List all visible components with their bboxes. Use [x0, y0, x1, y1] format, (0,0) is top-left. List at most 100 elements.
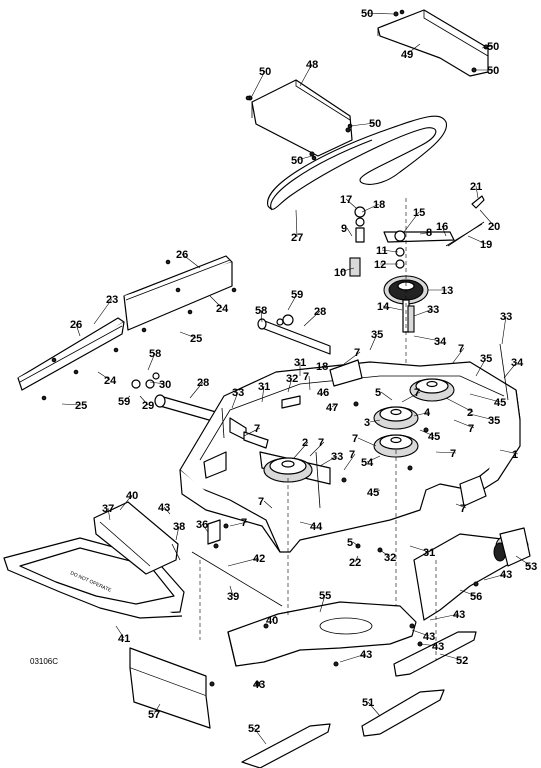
callout-leader: [295, 209, 298, 238]
callout-leader: [411, 629, 430, 637]
part-callout-5: 5: [375, 387, 381, 399]
part-callout-57: 57: [148, 709, 160, 721]
callout-leader: [296, 155, 313, 161]
part-callout-22: 22: [349, 557, 361, 569]
part-callout-50: 50: [369, 118, 381, 130]
part-callout-7: 7: [318, 437, 324, 449]
callout-leader: [319, 594, 326, 613]
callout-leader: [352, 541, 359, 547]
part-callout-7: 7: [241, 517, 247, 529]
part-callout-45: 45: [428, 431, 440, 443]
part-callout-32: 32: [286, 373, 298, 385]
callout-leader: [367, 701, 381, 717]
callout-leader: [229, 521, 248, 527]
callout-leader: [475, 185, 479, 199]
part-callout-52: 52: [248, 723, 260, 735]
callout-leader: [380, 391, 393, 401]
part-callout-20: 20: [488, 221, 500, 233]
callout-leader: [357, 437, 377, 447]
callout-leader: [419, 231, 433, 235]
callout-leader: [503, 361, 518, 379]
callout-leader: [469, 393, 501, 403]
part-callout-59: 59: [118, 396, 130, 408]
callout-leader: [227, 557, 260, 567]
callout-leader: [299, 63, 313, 87]
callout-leader: [435, 451, 457, 454]
callout-leader: [231, 391, 239, 409]
part-callout-42: 42: [253, 553, 265, 565]
callout-leader: [179, 331, 197, 339]
part-callout-47: 47: [326, 402, 338, 414]
part-callout-35: 35: [488, 415, 500, 427]
drawing-code: 03106C: [30, 657, 58, 666]
drive-belt-27: [267, 115, 448, 211]
idler-arm-assembly: [349, 195, 485, 380]
callout-leader: [293, 441, 309, 459]
part-callout-10: 10: [334, 267, 346, 279]
part-callout-15: 15: [413, 207, 425, 219]
part-callout-24: 24: [216, 303, 229, 315]
callout-leader: [243, 427, 261, 437]
callout-leader: [354, 555, 359, 563]
belt-cover-48: [247, 79, 353, 157]
part-callout-34: 34: [434, 336, 447, 348]
part-callout-18: 18: [373, 199, 385, 211]
part-callout-21: 21: [470, 181, 482, 193]
part-callout-2: 2: [467, 407, 473, 419]
callout-leader: [93, 298, 113, 325]
part-callout-1: 1: [512, 449, 518, 461]
part-callout-33: 33: [331, 451, 343, 463]
gearbox-53: [493, 527, 531, 567]
callout-leader: [271, 615, 277, 621]
part-callout-28: 28: [314, 306, 326, 318]
part-callout-7: 7: [352, 433, 358, 445]
part-callout-50: 50: [487, 65, 499, 77]
part-callout-50: 50: [487, 41, 499, 53]
belt-cover-49: [377, 9, 489, 77]
part-callout-24: 24: [104, 375, 117, 387]
callout-leader: [260, 309, 263, 323]
part-callout-8: 8: [426, 227, 432, 239]
part-callout-46: 46: [317, 387, 329, 399]
part-callout-32: 32: [384, 552, 396, 564]
part-callout-33: 33: [427, 304, 439, 316]
callout-leader: [453, 419, 475, 429]
callout-leader: [147, 352, 156, 371]
chute-rod-39: [191, 519, 283, 607]
callout-leader: [261, 385, 265, 403]
callout-leader: [439, 653, 463, 661]
callout-leader: [379, 549, 391, 558]
callout-leader: [175, 525, 180, 541]
part-callout-39: 39: [227, 591, 239, 603]
callout-leader: [287, 377, 293, 393]
part-callout-4: 4: [424, 407, 431, 419]
part-callout-34: 34: [511, 357, 524, 369]
callout-leader: [321, 365, 327, 369]
part-callout-45: 45: [367, 487, 379, 499]
callout-leader: [253, 727, 267, 745]
part-callout-7: 7: [254, 423, 260, 435]
callout-leader: [501, 315, 507, 345]
callout-leader: [97, 371, 111, 381]
part-callout-2: 2: [302, 437, 308, 449]
part-callout-59: 59: [291, 289, 303, 301]
callout-leader: [303, 310, 321, 327]
pivot-shaft-28: [257, 314, 331, 355]
callout-leader: [331, 403, 337, 408]
callout-leader: [381, 249, 399, 253]
part-callout-44: 44: [310, 521, 323, 533]
hardware-markers: [41, 9, 479, 687]
callout-leader: [339, 267, 355, 273]
callout-leader: [401, 391, 421, 403]
part-callout-19: 19: [480, 239, 492, 251]
callout-leader: [153, 703, 161, 715]
callout-leader: [429, 613, 460, 621]
callout-leader: [209, 295, 223, 309]
part-callout-18: 18: [316, 361, 328, 373]
callout-leader: [308, 375, 311, 391]
blade-51: [361, 689, 445, 737]
baffle-26: [123, 255, 233, 331]
part-callout-33: 33: [232, 387, 244, 399]
part-callout-56: 56: [470, 591, 482, 603]
callout-leader: [481, 45, 494, 49]
